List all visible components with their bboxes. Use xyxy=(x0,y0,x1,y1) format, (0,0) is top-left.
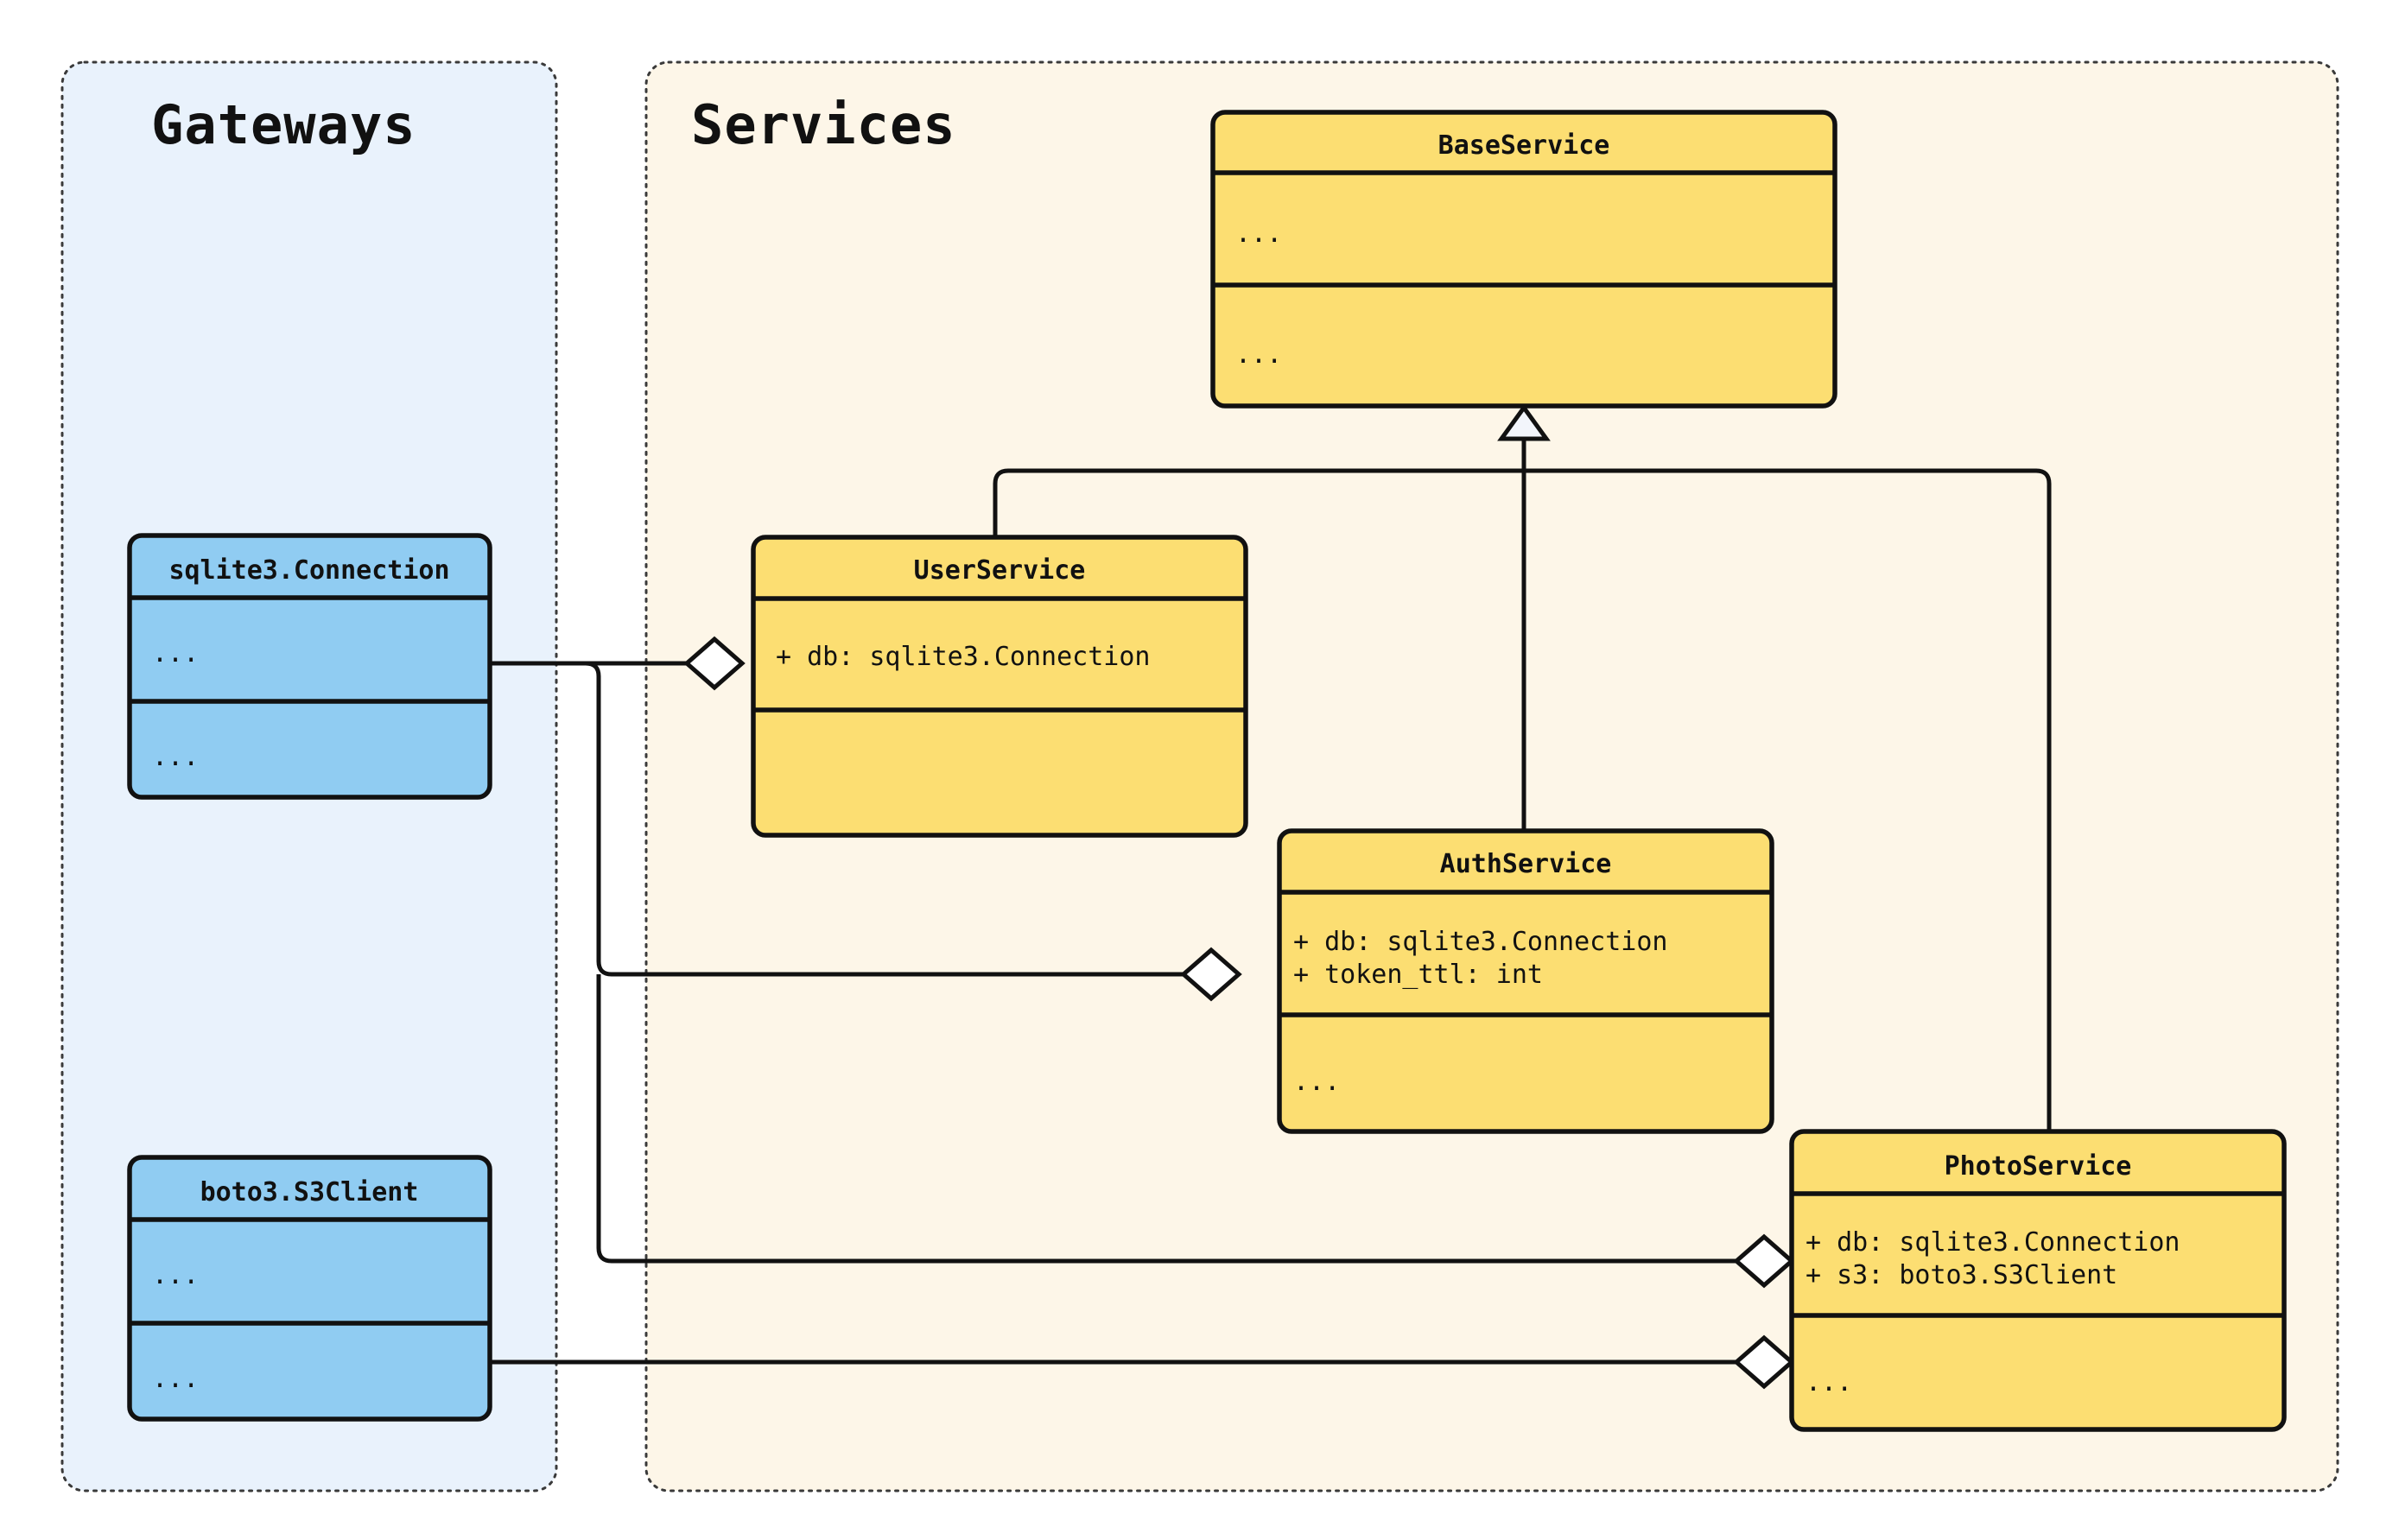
class-box-authservice[interactable]: AuthService + db: sqlite3.Connection + t… xyxy=(1277,828,1774,1134)
class-photoservice-attribute-2: + s3: boto3.S3Client xyxy=(1806,1260,2117,1290)
class-box-baseservice[interactable]: BaseService ... ... xyxy=(1210,110,1837,409)
class-baseservice-method: ... xyxy=(1235,339,1282,370)
class-boto3-s3client-frame xyxy=(127,1155,492,1422)
generalization-edge-photoservice[interactable] xyxy=(1514,468,2052,1131)
class-baseservice-name: BaseService xyxy=(1438,130,1610,161)
relationship-aggregation-s3-photoservice[interactable] xyxy=(490,1334,1795,1390)
class-authservice-name: AuthService xyxy=(1440,849,1612,879)
package-services-title: Services xyxy=(691,93,956,156)
class-authservice-attribute-2: + token_ttl: int xyxy=(1293,960,1543,990)
class-photoservice-name: PhotoService xyxy=(1945,1151,2132,1182)
class-sqlite3-connection-method: ... xyxy=(152,742,199,772)
class-box-boto3-s3client[interactable]: boto3.S3Client ... ... xyxy=(127,1155,492,1422)
aggregation-diamond-authservice-icon xyxy=(1180,947,1242,1002)
class-userservice-frame xyxy=(751,535,1248,838)
class-userservice-name: UserService xyxy=(914,555,1086,586)
class-photoservice-frame xyxy=(1789,1129,2287,1432)
class-sqlite3-connection-attribute: ... xyxy=(152,638,199,669)
relationship-aggregation-sqlite-authservice[interactable] xyxy=(490,661,1242,1002)
class-baseservice-frame xyxy=(1210,110,1837,409)
package-gateways-title: Gateways xyxy=(151,93,416,156)
generalization-edge-userservice[interactable] xyxy=(993,468,1514,537)
relationship-generalization-group[interactable] xyxy=(993,403,2052,1131)
class-authservice-attribute-1: + db: sqlite3.Connection xyxy=(1293,927,1667,957)
class-userservice-attribute: + db: sqlite3.Connection xyxy=(776,642,1150,672)
class-sqlite3-connection-name: sqlite3.Connection xyxy=(168,555,449,586)
class-box-userservice[interactable]: UserService + db: sqlite3.Connection xyxy=(751,535,1248,838)
class-boto3-s3client-method: ... xyxy=(152,1364,199,1394)
class-box-sqlite3-connection[interactable]: sqlite3.Connection ... ... xyxy=(127,533,492,800)
class-sqlite3-connection-frame xyxy=(127,533,492,800)
aggregation-diamond-userservice-icon xyxy=(683,636,746,691)
class-baseservice-attribute: ... xyxy=(1235,219,1282,249)
class-authservice-frame xyxy=(1277,828,1774,1134)
class-photoservice-attribute-1: + db: sqlite3.Connection xyxy=(1806,1227,2180,1258)
class-boto3-s3client-name: boto3.S3Client xyxy=(200,1177,419,1207)
class-authservice-method: ... xyxy=(1293,1067,1340,1097)
class-photoservice-method: ... xyxy=(1806,1367,1852,1397)
class-boto3-s3client-attribute: ... xyxy=(152,1260,199,1290)
generalization-arrowhead-icon xyxy=(1497,403,1551,441)
aggregation-edge-sqlite-photoservice[interactable] xyxy=(596,974,1736,1264)
class-box-photoservice[interactable]: PhotoService + db: sqlite3.Connection + … xyxy=(1789,1129,2287,1432)
relationship-aggregation-sqlite-photoservice[interactable] xyxy=(596,974,1795,1289)
aggregation-edge-sqlite-authservice[interactable] xyxy=(490,661,1184,977)
